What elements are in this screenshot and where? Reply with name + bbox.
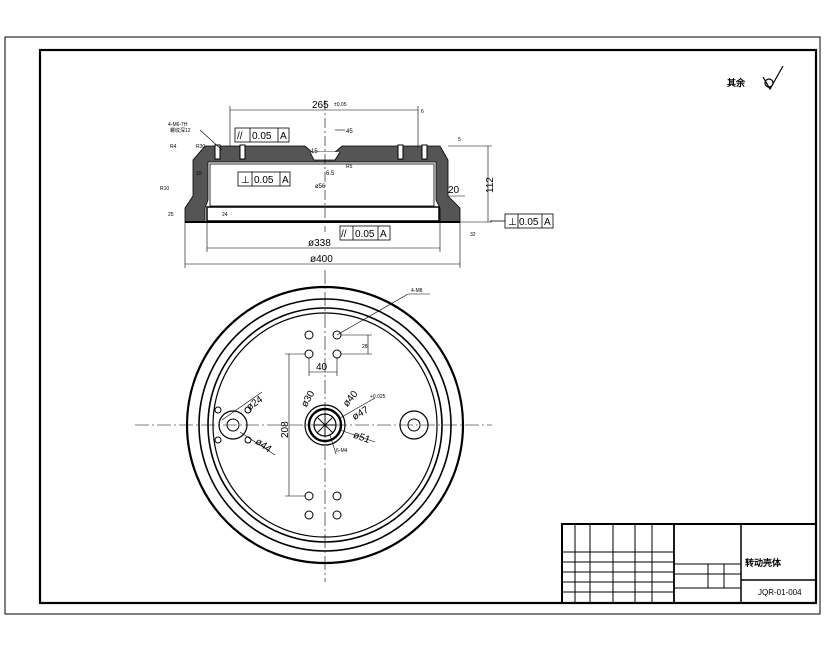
title-block	[561, 523, 817, 604]
dim-208	[285, 353, 305, 497]
dim-phi47-tol: +0.025	[370, 394, 386, 400]
dim-112-text: 112	[485, 177, 496, 193]
hole-callout-top: 4-M8	[411, 288, 423, 294]
gdt-perp-symbol-1: ⊥	[241, 175, 250, 186]
hub-ring	[307, 407, 343, 443]
dim-32-text: 32	[470, 232, 476, 238]
rim-inner	[198, 298, 452, 552]
dim-28-text: 28	[362, 344, 368, 350]
dim-400-text: ø400	[310, 254, 333, 265]
gdt-perp-value-1: 0.05	[254, 175, 274, 186]
dim-265	[229, 106, 419, 146]
leader-phi51	[339, 429, 376, 443]
bottom-bore	[206, 206, 440, 222]
top-flange-holes	[214, 144, 428, 160]
gdt-perp-datum-1: A	[282, 175, 289, 186]
hub-spokes	[314, 414, 336, 436]
gdt-parallel-value: 0.05	[252, 131, 272, 142]
hole-callout: 4-M6-7H	[168, 122, 188, 128]
part-name: 转动壳体	[745, 557, 782, 568]
gdt-parallel-symbol-2: //	[341, 229, 347, 240]
dim-phi51-text: ø51	[351, 430, 371, 446]
drawing-number: JQR-01-004	[758, 588, 802, 597]
surface-note: 其余	[727, 77, 746, 88]
leader-center-holes	[329, 434, 337, 455]
gdt-perp-frame-2	[490, 213, 554, 229]
gdt-perp-symbol-2: ⊥	[508, 217, 517, 228]
leader-phi47	[339, 397, 376, 419]
hole-callout-sub: 螺纹深12	[170, 127, 191, 134]
dim-phi-center: ø56	[315, 184, 326, 190]
top-bolt-holes	[304, 330, 342, 359]
dim-338-text: ø338	[308, 238, 331, 249]
dim-10: 10	[196, 171, 202, 177]
dim-40	[308, 358, 338, 376]
flange-ring	[207, 307, 443, 543]
gdt-parallel-frame-2	[339, 225, 391, 241]
dim-r5: R5	[346, 164, 353, 170]
plan-view: 40 28 208 ø24 ø44 ø30 ø40 ø47 +0.025 ø51…	[135, 270, 492, 582]
dim-phi47-text: ø47	[350, 404, 371, 422]
dim-24: 24	[222, 212, 228, 218]
gdt-parallel-value-2: 0.05	[355, 229, 375, 240]
side-boss-left	[218, 410, 248, 440]
dim-20-text: 20	[448, 185, 460, 196]
dim-112	[448, 145, 492, 223]
dim-phi30-text: ø30	[299, 389, 317, 410]
inner-ring	[212, 312, 438, 538]
dim-28	[341, 334, 372, 355]
dim-40-text: 40	[316, 362, 328, 373]
dim-208-text: 208	[280, 421, 291, 438]
dim-6-top: 6	[421, 109, 424, 115]
gdt-parallel-datum-2: A	[380, 229, 387, 240]
hub-outer	[304, 404, 346, 446]
dim-15-text: 15	[311, 149, 318, 155]
leader-top-holes	[336, 293, 409, 336]
dim-6-5-text: 6.5	[326, 171, 335, 177]
hole-callout-center: 6-M4	[336, 448, 348, 454]
side-boss-right	[399, 410, 429, 440]
dim-338-400	[184, 222, 461, 268]
left-boss-holes	[214, 406, 252, 444]
gdt-parallel-frame	[234, 127, 290, 143]
bottom-bolt-holes	[304, 491, 342, 520]
gdt-parallel-symbol: //	[237, 131, 243, 142]
dim-phi44-text: ø44	[253, 436, 274, 455]
dim-265-text: 265	[312, 100, 329, 111]
dim-5: 5	[458, 137, 461, 143]
inner-cavity	[209, 163, 435, 207]
dim-phi40-text: ø40	[341, 389, 361, 410]
dim-r4: R4	[170, 144, 177, 150]
dim-45-text: 45	[346, 129, 353, 135]
section-view: 265 ±0.05 6 45 15 6.5 ø56 R5 4-M6-7H 螺纹深…	[160, 100, 554, 268]
dim-r10: R10	[160, 186, 169, 192]
inner-frame	[38, 48, 818, 605]
dim-r30: R30	[196, 144, 205, 150]
hole-leader	[199, 129, 223, 151]
gdt-perp-datum-2: A	[544, 217, 551, 228]
outer-rim	[185, 285, 465, 565]
dim-phi24-text: ø24	[245, 394, 266, 413]
dim-265-tol: ±0.05	[334, 102, 347, 108]
outer-border	[4, 36, 821, 615]
gdt-parallel-datum: A	[280, 131, 287, 142]
leader-phi24	[221, 391, 263, 421]
dim-25: 25	[168, 212, 174, 218]
surface-finish-symbol	[762, 65, 784, 91]
gdt-perp-frame-1	[237, 171, 291, 187]
leader-phi44	[239, 431, 276, 456]
gdt-perp-value-2: 0.05	[519, 217, 539, 228]
